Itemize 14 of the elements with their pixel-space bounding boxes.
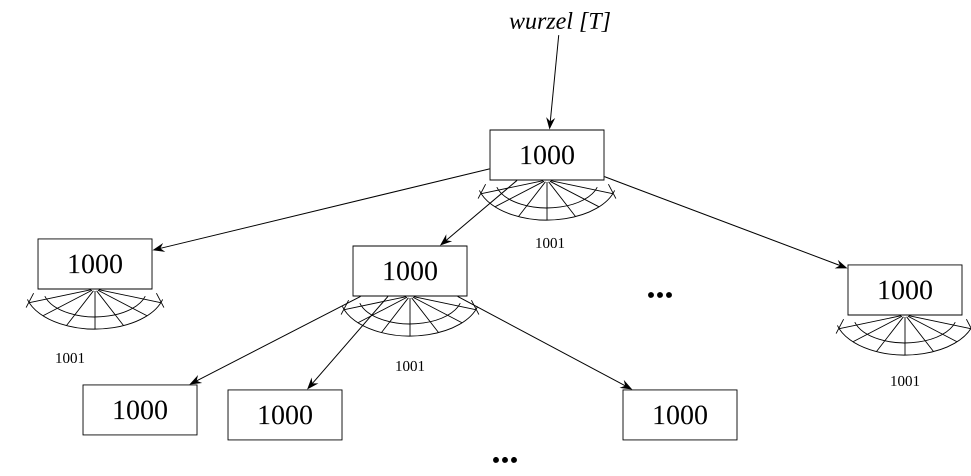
ellipsis: ...: [493, 457, 517, 463]
count-label: 1001: [536, 238, 564, 248]
root-pointer-label: wurzel [T]: [510, 12, 610, 32]
node-box: 1000: [38, 238, 152, 290]
node-box: 1000: [622, 390, 738, 440]
count-label: 1001: [891, 376, 920, 386]
node-box: 1000: [490, 130, 604, 180]
node-box: 1000: [352, 246, 468, 296]
node-box: 1000: [228, 390, 342, 440]
node-box: 1000: [82, 384, 198, 436]
count-label: 1001: [56, 352, 84, 364]
ellipsis: ...: [648, 292, 672, 298]
count-label: 1001: [396, 360, 424, 372]
node-box: 1000: [848, 264, 962, 316]
